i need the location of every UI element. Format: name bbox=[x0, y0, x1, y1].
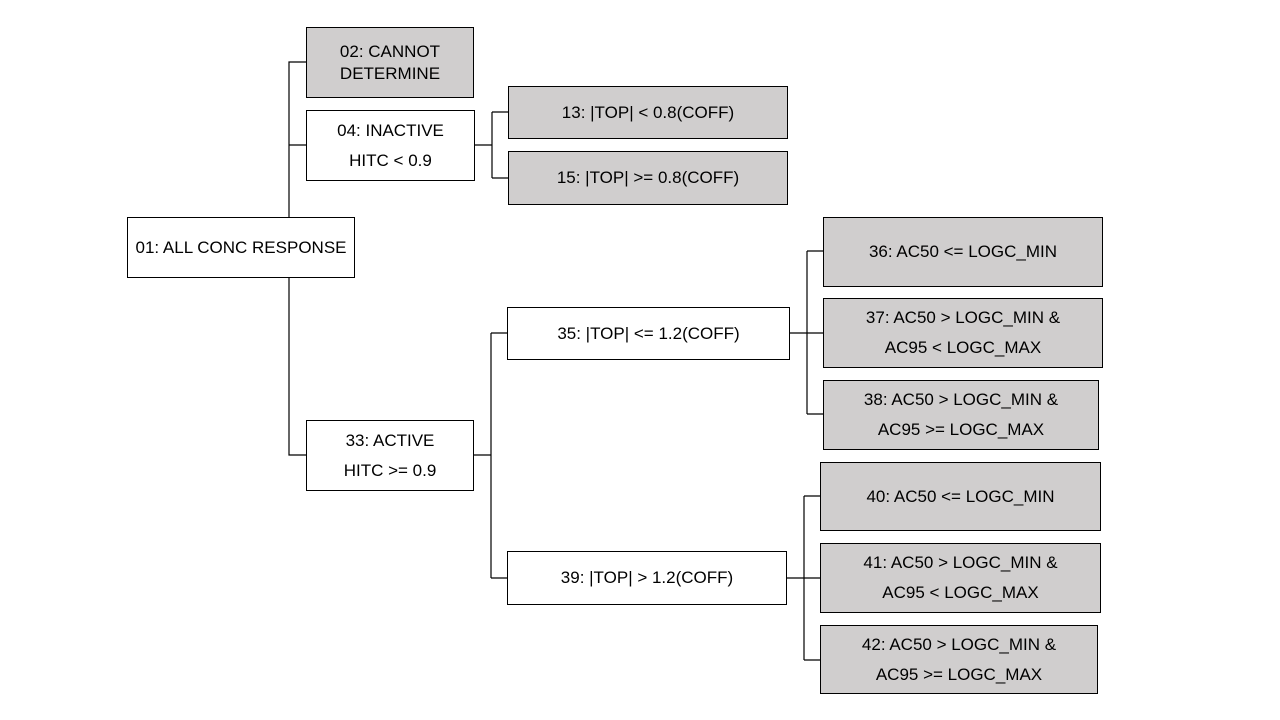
node-01-all-conc-response: 01: ALL CONC RESPONSE bbox=[127, 217, 355, 278]
node-13: 13: |TOP| < 0.8(COFF) bbox=[508, 86, 788, 139]
node-42: 42: AC50 > LOGC_MIN & AC95 >= LOGC_MAX bbox=[820, 625, 1098, 694]
node-01-label: 01: ALL CONC RESPONSE bbox=[135, 237, 347, 257]
node-40: 40: AC50 <= LOGC_MIN bbox=[820, 462, 1101, 531]
node-38-label: 38: AC50 > LOGC_MIN & AC95 >= LOGC_MAX bbox=[863, 390, 1059, 439]
node-02-cannot-determine: 02: CANNOT DETERMINE bbox=[306, 27, 474, 98]
node-04-inactive: 04: INACTIVE HITC < 0.9 bbox=[306, 110, 475, 181]
node-39-label: 39: |TOP| > 1.2(COFF) bbox=[560, 568, 734, 587]
node-36: 36: AC50 <= LOGC_MIN bbox=[823, 217, 1103, 287]
node-35-label: 35: |TOP| <= 1.2(COFF) bbox=[557, 323, 740, 343]
node-41: 41: AC50 > LOGC_MIN & AC95 < LOGC_MAX bbox=[820, 543, 1101, 613]
node-02-label: 02: CANNOT DETERMINE bbox=[339, 41, 441, 83]
node-15-label: 15: |TOP| >= 0.8(COFF) bbox=[556, 168, 740, 187]
node-37: 37: AC50 > LOGC_MIN & AC95 < LOGC_MAX bbox=[823, 298, 1103, 368]
node-33-label: 33: ACTIVE HITC >= 0.9 bbox=[343, 430, 437, 480]
connector-35-children bbox=[789, 250, 823, 415]
node-39: 39: |TOP| > 1.2(COFF) bbox=[507, 551, 787, 605]
node-33-active: 33: ACTIVE HITC >= 0.9 bbox=[306, 420, 474, 491]
connector-39-children bbox=[786, 495, 820, 661]
node-37-label: 37: AC50 > LOGC_MIN & AC95 < LOGC_MAX bbox=[865, 308, 1061, 357]
connector-33-children bbox=[473, 332, 508, 579]
node-38: 38: AC50 > LOGC_MIN & AC95 >= LOGC_MAX bbox=[823, 380, 1099, 450]
node-42-label: 42: AC50 > LOGC_MIN & AC95 >= LOGC_MAX bbox=[861, 634, 1057, 684]
connector-04-children bbox=[474, 111, 509, 179]
node-15: 15: |TOP| >= 0.8(COFF) bbox=[508, 151, 788, 205]
node-36-label: 36: AC50 <= LOGC_MIN bbox=[868, 242, 1058, 261]
node-13-label: 13: |TOP| < 0.8(COFF) bbox=[561, 102, 735, 122]
node-35: 35: |TOP| <= 1.2(COFF) bbox=[507, 307, 790, 360]
node-04-label: 04: INACTIVE HITC < 0.9 bbox=[337, 120, 444, 170]
node-41-label: 41: AC50 > LOGC_MIN & AC95 < LOGC_MAX bbox=[863, 553, 1058, 602]
connector-01-children bbox=[288, 61, 306, 456]
node-40-label: 40: AC50 <= LOGC_MIN bbox=[866, 486, 1055, 506]
